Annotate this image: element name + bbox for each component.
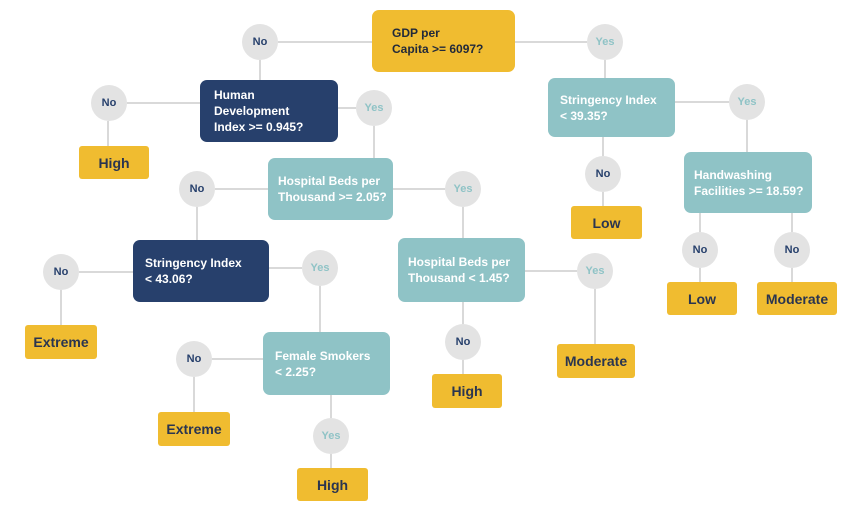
answer-yes-label: Yes: [453, 183, 473, 195]
outcome-leaf: High: [297, 468, 368, 501]
hospital-beds-node-2: Hospital Beds per Thousand < 1.45?: [398, 238, 525, 302]
answer-no-label: No: [252, 36, 268, 48]
outcome-leaf: Low: [571, 206, 642, 239]
answer-yes-label: Yes: [737, 96, 757, 108]
answer-no-label: No: [692, 244, 708, 256]
outcome-leaf: High: [79, 146, 149, 179]
stringency-index-node-1: Stringency Index < 43.06?: [133, 240, 269, 302]
answer-no-circle: No: [91, 85, 127, 121]
female-smokers-node: Female Smokers < 2.25?: [263, 332, 390, 395]
outcome-leaf: High: [432, 374, 502, 408]
outcome-label: Low: [688, 290, 716, 307]
human-development-index-node: Human Development Index >= 0.945?: [200, 80, 338, 142]
stringency-index-label-2: Stringency Index < 39.35?: [560, 92, 657, 123]
answer-no-label: No: [189, 183, 205, 195]
stringency-index-label-1: Stringency Index < 43.06?: [145, 256, 242, 286]
outcome-label: High: [98, 154, 130, 171]
gdp-per-capita-node: GDP per Capita >= 6097?: [372, 10, 515, 72]
answer-yes-circle: Yes: [577, 253, 613, 289]
outcome-leaf: Extreme: [25, 325, 97, 359]
answer-yes-circle: Yes: [587, 24, 623, 60]
answer-no-label: No: [595, 168, 611, 180]
handwashing-facilities-node: Handwashing Facilities >= 18.59?: [684, 152, 812, 213]
outcome-label: High: [316, 476, 349, 493]
answer-no-circle: No: [682, 232, 718, 268]
handwashing-facilities-label: Handwashing Facilities >= 18.59?: [694, 167, 804, 198]
stringency-index-node-2: Stringency Index < 39.35?: [548, 78, 675, 137]
answer-yes-label: Yes: [585, 265, 605, 277]
answer-yes-circle: Yes: [313, 418, 349, 454]
outcome-label: Moderate: [765, 290, 829, 307]
answer-yes-label: Yes: [595, 36, 615, 48]
answer-no-circle: No: [43, 254, 79, 290]
outcome-label: Extreme: [33, 334, 89, 350]
outcome-label: Moderate: [564, 353, 628, 369]
answer-yes-circle: Yes: [302, 250, 338, 286]
outcome-leaf: Extreme: [158, 412, 230, 446]
answer-no-label: No: [186, 353, 202, 365]
answer-no-label: No: [784, 244, 800, 256]
answer-yes-circle: Yes: [356, 90, 392, 126]
outcome-label: High: [451, 383, 483, 399]
answer-no-circle: No: [179, 171, 215, 207]
gdp-per-capita-label: GDP per Capita >= 6097?: [392, 26, 484, 56]
answer-no-label: No: [455, 336, 471, 348]
answer-no-circle: No: [445, 324, 481, 360]
answer-yes-circle: Yes: [729, 84, 765, 120]
outcome-leaf: Low: [667, 282, 737, 315]
answer-no-circle: No: [585, 156, 621, 192]
hospital-beds-label-1: Hospital Beds per Thousand >= 2.05?: [278, 174, 387, 204]
outcome-label: Low: [592, 214, 621, 231]
answer-no-circle: No: [242, 24, 278, 60]
answer-no-label: No: [101, 97, 117, 109]
female-smokers-label: Female Smokers < 2.25?: [275, 348, 371, 379]
outcome-leaf: Moderate: [557, 344, 635, 378]
human-development-index-label: Human Development Index >= 0.945?: [214, 88, 304, 134]
answer-yes-circle: Yes: [445, 171, 481, 207]
answer-no-circle: No: [176, 341, 212, 377]
answer-yes-label: Yes: [310, 262, 330, 274]
hospital-beds-label-2: Hospital Beds per Thousand < 1.45?: [408, 255, 511, 285]
answer-yes-label: Yes: [364, 102, 384, 114]
outcome-leaf: Moderate: [757, 282, 837, 315]
answer-no-label: No: [53, 266, 69, 278]
answer-yes-label: Yes: [321, 430, 341, 442]
outcome-label: Extreme: [166, 421, 222, 437]
answer-no-circle: No: [774, 232, 810, 268]
hospital-beds-node-1: Hospital Beds per Thousand >= 2.05?: [268, 158, 393, 220]
